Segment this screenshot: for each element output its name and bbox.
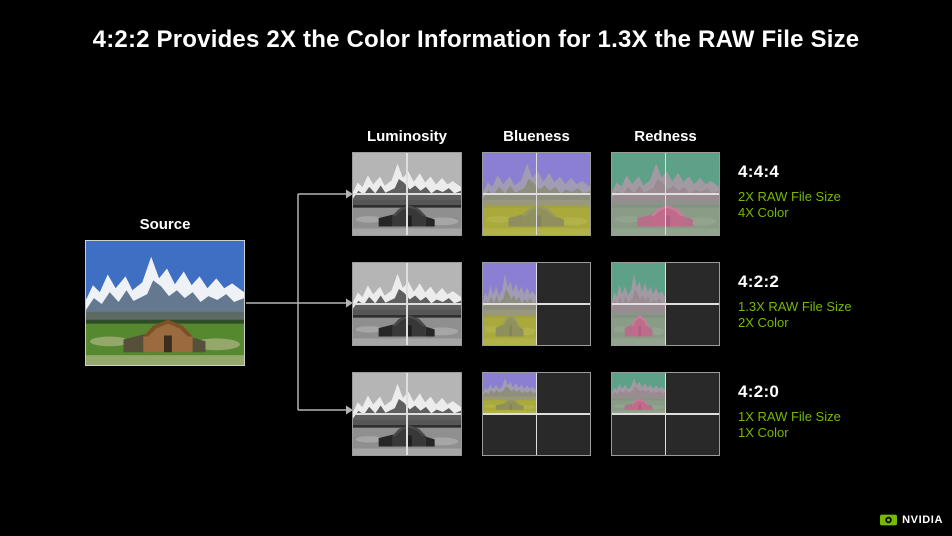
column-header-luminosity: Luminosity	[366, 128, 447, 145]
column-header-redness: Redness	[634, 128, 697, 145]
source-image	[85, 240, 245, 366]
color-amount-label: 4X Color	[738, 205, 789, 220]
ratio-label: 4:2:2	[738, 272, 780, 291]
color-amount-label: 2X Color	[738, 315, 789, 330]
nvidia-eye-icon	[880, 514, 898, 526]
source-label: Source	[139, 216, 191, 233]
tile-420-redness	[611, 372, 720, 456]
nvidia-wordmark: NVIDIA	[902, 514, 943, 526]
raw-size-label: 1.3X RAW File Size	[738, 299, 852, 314]
slide-title: 4:2:2 Provides 2X the Color Information …	[92, 26, 860, 53]
grid-line-horizontal	[353, 303, 461, 305]
raw-size-label: 1X RAW File Size	[738, 409, 841, 424]
tile-444-redness	[611, 152, 720, 236]
source-photo-graphic	[86, 241, 244, 365]
color-amount-label: 1X Color	[738, 425, 789, 440]
nvidia-logo: NVIDIA	[880, 514, 943, 526]
tile-420-blueness	[482, 372, 591, 456]
tile-422-luminosity	[352, 262, 462, 346]
ratio-label: 4:4:4	[738, 162, 780, 181]
row-label-420: 4:2:0 1X RAW File Size 1X Color	[738, 382, 938, 441]
tile-422-redness	[611, 262, 720, 346]
tile-444-luminosity	[352, 152, 462, 236]
row-label-444: 4:4:4 2X RAW File Size 4X Color	[738, 162, 938, 221]
grid-line-horizontal	[483, 303, 590, 305]
grid-line-horizontal	[483, 193, 590, 195]
grid-line-horizontal	[612, 413, 719, 415]
grid-line-horizontal	[612, 303, 719, 305]
raw-size-label: 2X RAW File Size	[738, 189, 841, 204]
grid-line-horizontal	[483, 413, 590, 415]
tile-420-luminosity	[352, 372, 462, 456]
ratio-label: 4:2:0	[738, 382, 780, 401]
grid-line-horizontal	[353, 413, 461, 415]
column-header-blueness: Blueness	[503, 128, 570, 145]
row-label-422: 4:2:2 1.3X RAW File Size 2X Color	[738, 272, 938, 331]
tile-422-blueness	[482, 262, 591, 346]
grid-line-horizontal	[353, 193, 461, 195]
grid-line-horizontal	[612, 193, 719, 195]
tile-444-blueness	[482, 152, 591, 236]
